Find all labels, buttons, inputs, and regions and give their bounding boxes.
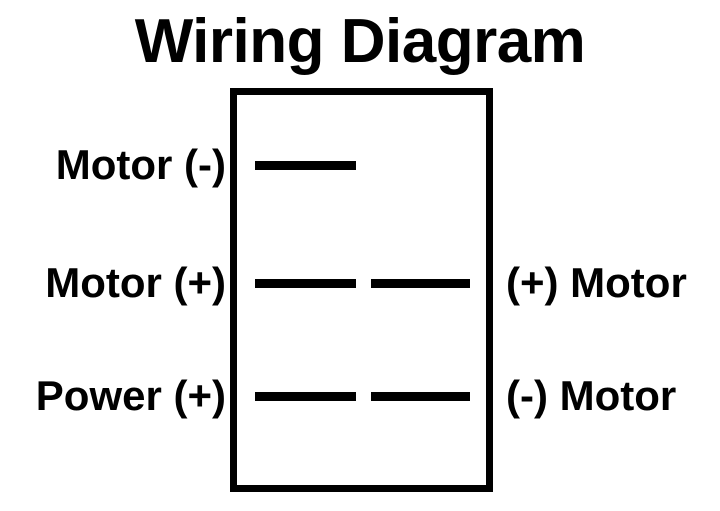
terminal-label-left-1: Motor (-): [55, 141, 226, 188]
terminal-row: Power (+) (-) Motor: [0, 374, 720, 418]
terminal-bar-right-3: [371, 392, 470, 401]
terminal-label-left-3: Power (+): [35, 372, 226, 419]
terminal-bar-left-3: [255, 392, 356, 401]
terminal-row: Motor (-): [0, 143, 720, 187]
terminal-label-right-3: (-) Motor: [506, 372, 677, 419]
terminal-bar-left-1: [255, 161, 356, 170]
switch-body-outline: [230, 88, 493, 492]
page-title: Wiring Diagram: [134, 7, 586, 76]
terminal-row: Motor (+) (+) Motor: [0, 261, 720, 305]
terminal-label-right-2: (+) Motor: [506, 259, 687, 306]
terminal-label-left-2: Motor (+): [45, 259, 226, 306]
terminal-bar-left-2: [255, 279, 356, 288]
terminal-bar-right-2: [371, 279, 470, 288]
